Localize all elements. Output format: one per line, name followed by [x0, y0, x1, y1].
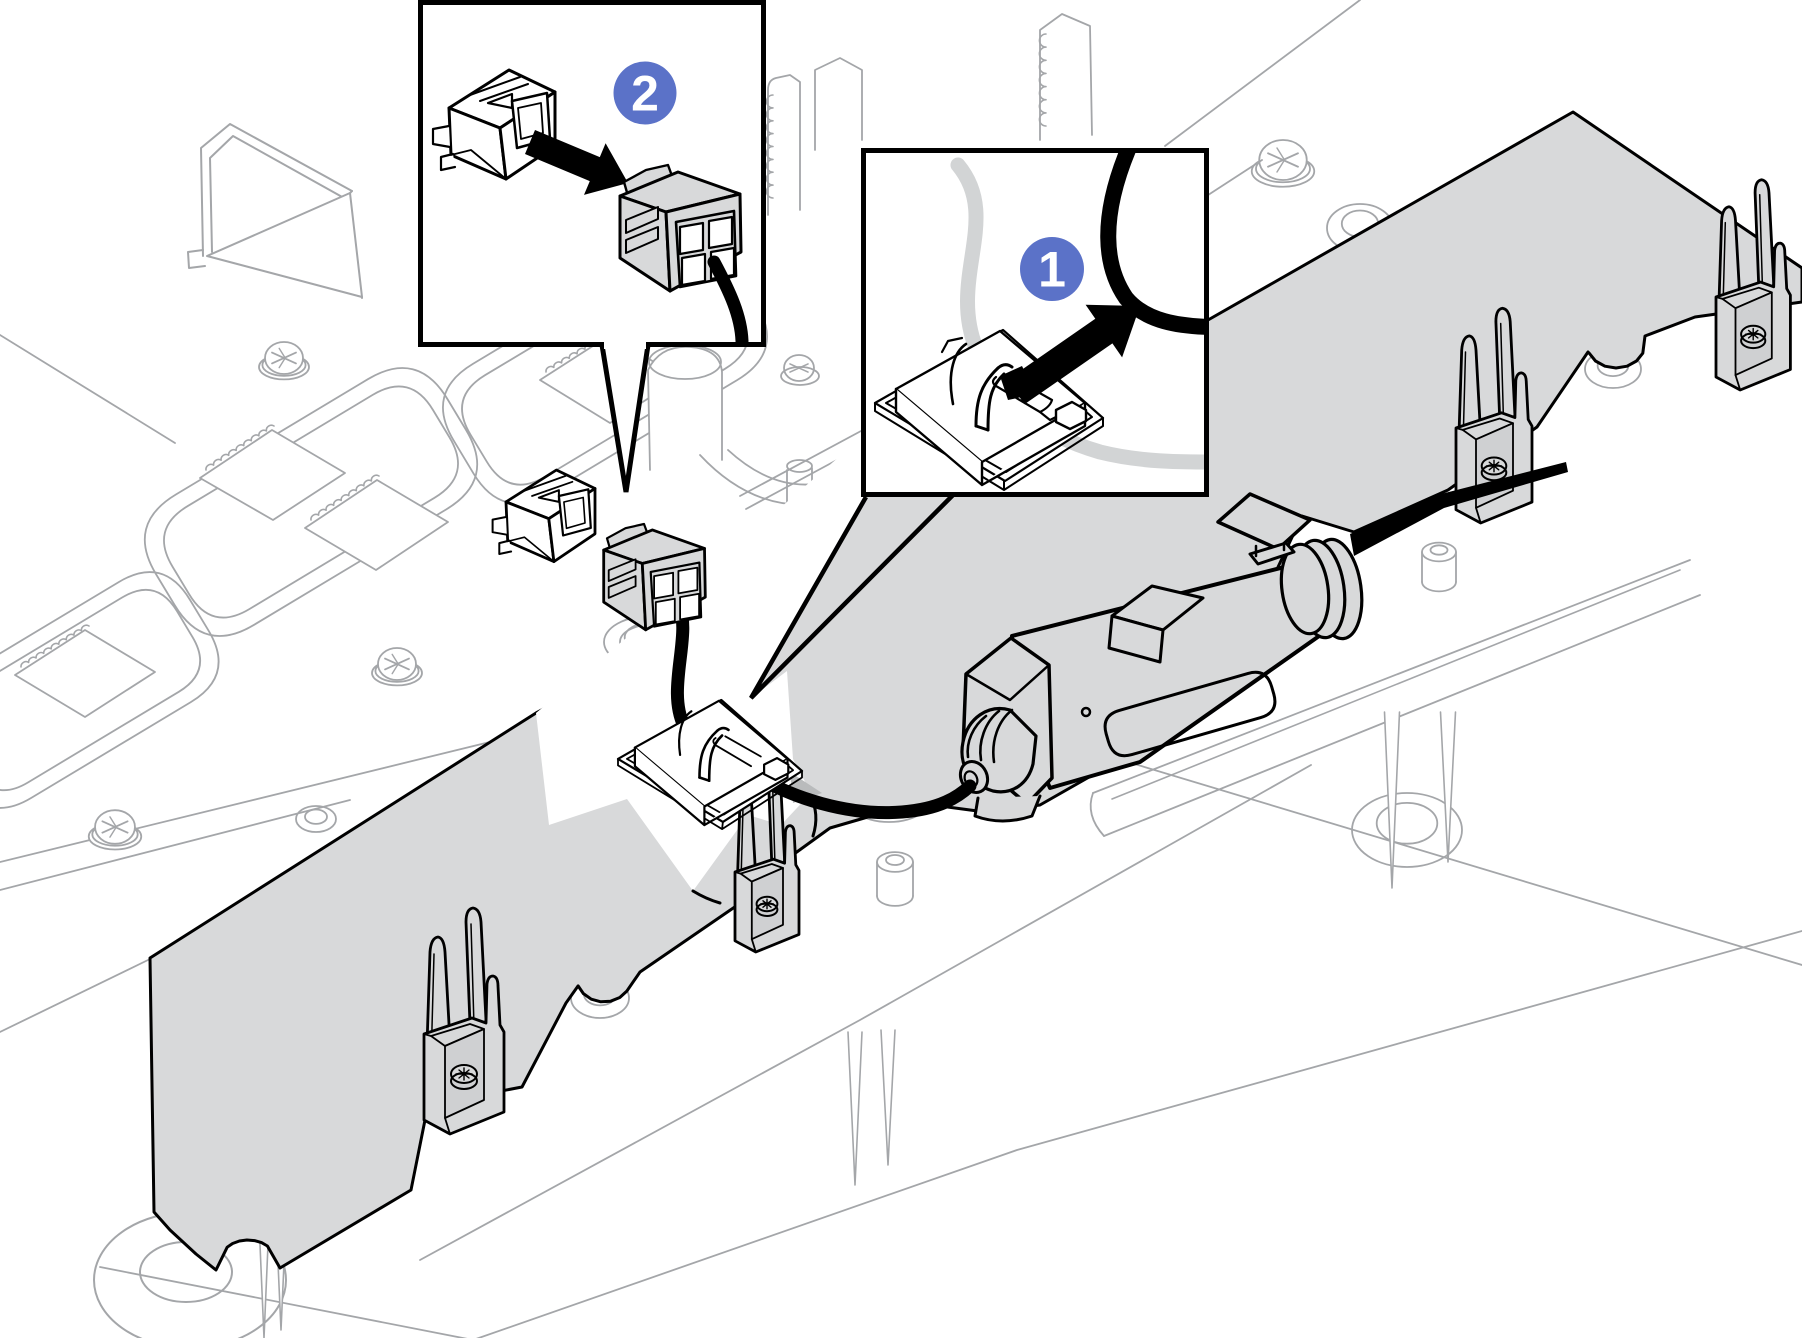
svg-text:2: 2 — [631, 66, 659, 122]
svg-text:1: 1 — [1038, 242, 1066, 298]
